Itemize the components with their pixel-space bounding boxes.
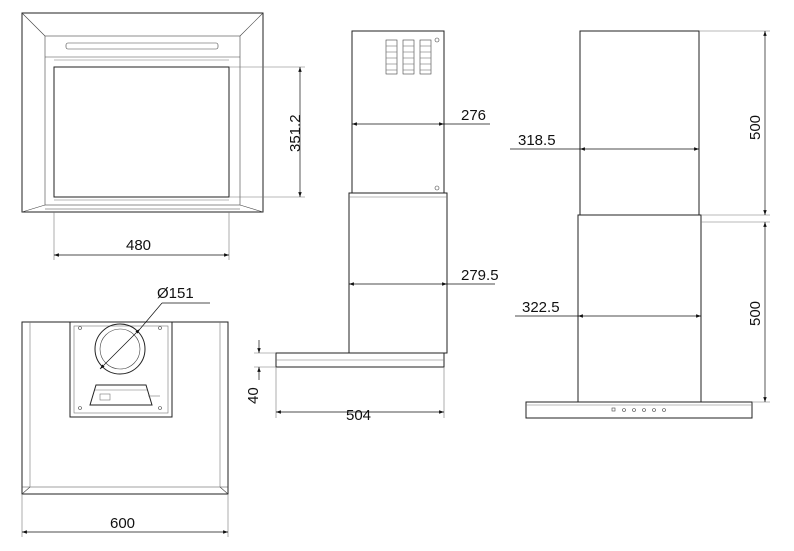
dim-bottom-width-label: 600: [110, 515, 135, 532]
front-outer-frame: [21, 12, 264, 213]
side-lower-chimney: [348, 192, 448, 354]
chimney-lower: [577, 214, 702, 403]
dim-chimney-upper-height-label: 500: [747, 115, 764, 140]
chimney-upper: [579, 30, 700, 216]
side-view: [275, 30, 448, 368]
dim-bottom-width: 600: [21, 494, 229, 537]
motor-housing: [69, 321, 173, 418]
dim-chimney-upper-width-label: 318.5: [518, 132, 556, 149]
bottom-outer: [21, 321, 229, 495]
dim-side-bottom-depth-label: 279.5: [461, 267, 499, 284]
dim-chimney-lower-height: 500: [701, 221, 770, 403]
dim-side-base-depth-label: 504: [346, 407, 371, 424]
dim-chimney-lower-width: 322.5: [515, 299, 701, 318]
dim-side-bottom-depth: 279.5: [349, 267, 499, 286]
dim-chimney-upper-width: 318.5: [510, 132, 699, 151]
front-top-slot: [65, 42, 219, 50]
control-panel-buttons: [611, 407, 666, 412]
fan-motor: [89, 384, 153, 406]
vent-grille: [385, 39, 432, 75]
chimney-canopy: [525, 401, 753, 419]
dim-outlet-diameter-label: Ø151: [157, 285, 194, 302]
front-inner-frame: [44, 35, 241, 206]
chimney-view: [525, 30, 753, 419]
dim-side-top-depth: 276: [352, 107, 490, 126]
bottom-view: [21, 321, 229, 495]
dim-chimney-lower-height-label: 500: [747, 301, 764, 326]
dim-front-width-label: 480: [126, 237, 151, 254]
front-view: [21, 12, 264, 213]
dim-side-base-height: 40: [245, 340, 276, 404]
front-panel: [53, 66, 230, 198]
dim-outlet-diameter: Ø151: [99, 285, 210, 370]
dim-chimney-lower-width-label: 322.5: [522, 299, 560, 316]
outlet-ring-outer: [94, 323, 146, 375]
dim-side-base-height-label: 40: [245, 387, 262, 404]
dim-front-height: 351.2: [229, 66, 305, 198]
dim-side-base-depth: 504: [275, 367, 445, 424]
dim-side-top-depth-label: 276: [461, 107, 486, 124]
dim-chimney-upper-height: 500: [699, 30, 770, 216]
dim-front-width: 480: [53, 212, 230, 260]
dim-front-height-label: 351.2: [287, 114, 304, 152]
side-upper-chimney: [351, 30, 445, 194]
